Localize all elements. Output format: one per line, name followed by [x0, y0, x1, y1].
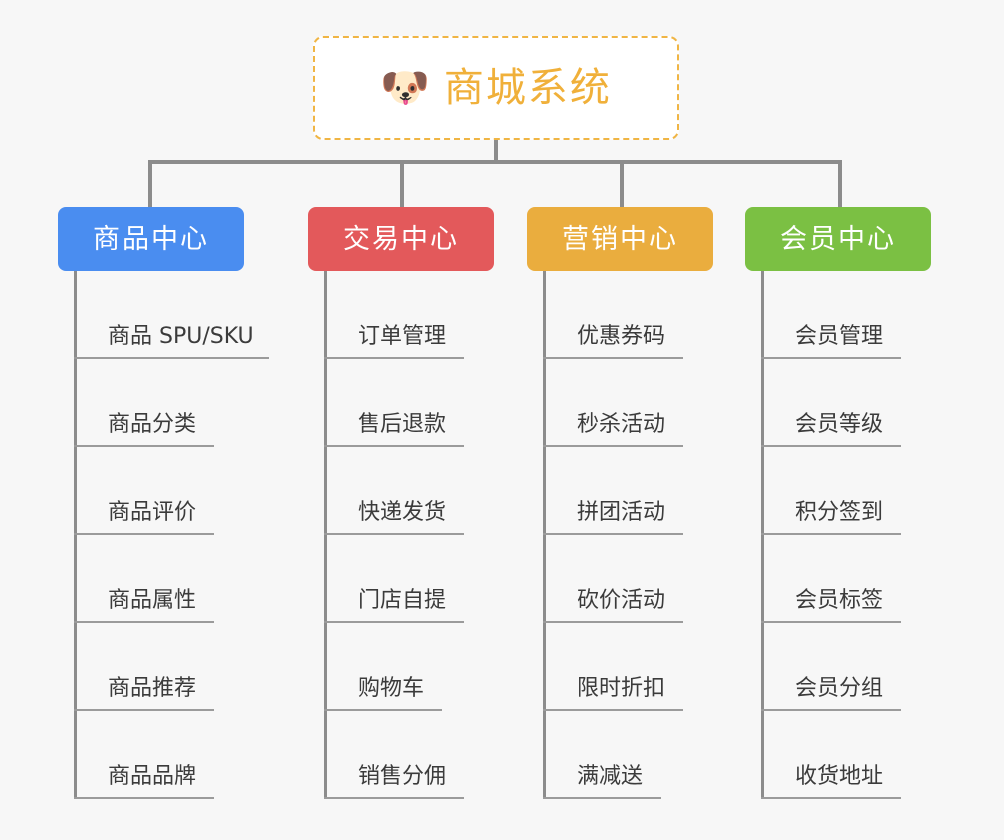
leaf-item[interactable]: 积分签到	[761, 447, 901, 535]
leaf-item-label: 积分签到	[795, 499, 884, 525]
leaf-item-underline	[74, 621, 214, 623]
leaf-item-label: 会员等级	[795, 411, 884, 437]
leaf-item-underline	[324, 797, 464, 799]
leaf-item-underline	[761, 621, 901, 623]
leaf-item-label: 限时折扣	[577, 675, 666, 701]
leaf-item[interactable]: 商品分类	[74, 359, 214, 447]
leaf-item[interactable]: 商品属性	[74, 535, 214, 623]
leaf-item-label: 收货地址	[795, 763, 884, 789]
leaf-item[interactable]: 优惠券码	[543, 271, 683, 359]
leaf-item-label: 售后退款	[358, 411, 447, 437]
leaf-item[interactable]: 会员分组	[761, 623, 901, 711]
category-label: 营销中心	[562, 223, 678, 255]
category-box-1[interactable]: 商品中心	[58, 207, 244, 271]
leaf-item-label: 满减送	[577, 763, 644, 789]
leaf-item-underline	[543, 357, 683, 359]
root-node-label: 商城系统	[443, 65, 612, 111]
leaf-item-underline	[324, 357, 464, 359]
leaf-item-label: 商品分类	[108, 411, 197, 437]
leaf-item[interactable]: 砍价活动	[543, 535, 683, 623]
leaf-item[interactable]: 销售分佣	[324, 711, 464, 799]
leaf-item[interactable]: 会员等级	[761, 359, 901, 447]
leaf-item-underline	[543, 533, 683, 535]
leaf-item-label: 会员标签	[795, 587, 884, 613]
leaf-item[interactable]: 商品品牌	[74, 711, 214, 799]
connector-drop-category-3	[620, 160, 624, 208]
connector-horizontal-bus	[150, 160, 842, 164]
shiba-dog-face-icon: 🐶	[380, 65, 430, 111]
leaf-item-label: 商品属性	[108, 587, 197, 613]
leaf-item-underline	[543, 445, 683, 447]
connector-root-stem	[494, 140, 498, 162]
connector-drop-category-2	[400, 160, 404, 208]
leaf-item-label: 砍价活动	[577, 587, 666, 613]
leaf-item-underline	[761, 797, 901, 799]
leaf-column-spine	[74, 271, 77, 799]
leaf-item[interactable]: 限时折扣	[543, 623, 683, 711]
leaf-item[interactable]: 快递发货	[324, 447, 464, 535]
connector-drop-category-1	[148, 160, 152, 208]
leaf-item-underline	[761, 357, 901, 359]
leaf-item-underline	[761, 709, 901, 711]
category-box-2[interactable]: 交易中心	[308, 207, 494, 271]
leaf-item[interactable]: 拼团活动	[543, 447, 683, 535]
category-label: 商品中心	[93, 223, 209, 255]
leaf-item-underline	[324, 445, 464, 447]
root-node[interactable]: 🐶 商城系统	[313, 36, 679, 140]
leaf-item-label: 购物车	[358, 675, 425, 701]
category-box-4[interactable]: 会员中心	[745, 207, 931, 271]
leaf-item-label: 优惠券码	[577, 323, 666, 349]
leaf-item-label: 秒杀活动	[577, 411, 666, 437]
leaf-item-label: 会员管理	[795, 323, 884, 349]
leaf-item-label: 商品品牌	[108, 763, 197, 789]
leaf-item[interactable]: 收货地址	[761, 711, 901, 799]
leaf-item-underline	[324, 621, 464, 623]
leaf-item-label: 订单管理	[358, 323, 447, 349]
leaf-item-label: 拼团活动	[577, 499, 666, 525]
leaf-item[interactable]: 会员标签	[761, 535, 901, 623]
leaf-item-label: 会员分组	[795, 675, 884, 701]
leaf-column-spine	[761, 271, 764, 799]
leaf-item-underline	[543, 621, 683, 623]
connector-drop-category-4	[838, 160, 842, 208]
leaf-item-underline	[543, 709, 683, 711]
leaf-item-underline	[761, 445, 901, 447]
leaf-item[interactable]: 满减送	[543, 711, 661, 799]
leaf-item-underline	[74, 533, 214, 535]
leaf-item[interactable]: 会员管理	[761, 271, 901, 359]
leaf-item-underline	[74, 357, 269, 359]
leaf-item-underline	[74, 445, 214, 447]
leaf-item[interactable]: 商品推荐	[74, 623, 214, 711]
leaf-item[interactable]: 售后退款	[324, 359, 464, 447]
leaf-item[interactable]: 订单管理	[324, 271, 464, 359]
leaf-item[interactable]: 门店自提	[324, 535, 464, 623]
leaf-item-label: 快递发货	[358, 499, 447, 525]
leaf-item[interactable]: 购物车	[324, 623, 442, 711]
category-box-3[interactable]: 营销中心	[527, 207, 713, 271]
leaf-item-label: 商品 SPU/SKU	[108, 323, 254, 349]
leaf-item-label: 门店自提	[358, 587, 447, 613]
leaf-item-label: 销售分佣	[358, 763, 447, 789]
leaf-item[interactable]: 商品 SPU/SKU	[74, 271, 269, 359]
leaf-item-underline	[324, 709, 442, 711]
category-label: 交易中心	[343, 223, 459, 255]
category-label: 会员中心	[780, 223, 896, 255]
leaf-item-underline	[543, 797, 661, 799]
leaf-item[interactable]: 秒杀活动	[543, 359, 683, 447]
leaf-item[interactable]: 商品评价	[74, 447, 214, 535]
leaf-item-underline	[74, 709, 214, 711]
leaf-column-spine	[543, 271, 546, 799]
leaf-item-label: 商品推荐	[108, 675, 197, 701]
leaf-column-spine	[324, 271, 327, 799]
leaf-item-label: 商品评价	[108, 499, 197, 525]
leaf-item-underline	[761, 533, 901, 535]
leaf-item-underline	[74, 797, 214, 799]
leaf-item-underline	[324, 533, 464, 535]
